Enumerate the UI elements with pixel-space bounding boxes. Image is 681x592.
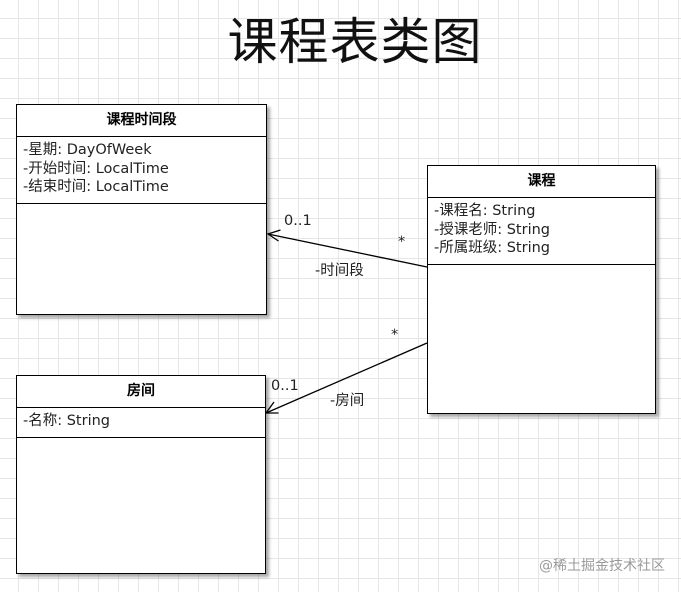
attribute: -所属班级: String [434,240,550,256]
room-target-multiplicity: 0..1 [271,378,299,394]
attribute-compartment: -星期: DayOfWeek -开始时间: LocalTime -结束时间: L… [17,137,266,204]
attribute: -授课老师: String [434,221,550,238]
class-timeslot[interactable]: 课程时间段 -星期: DayOfWeek -开始时间: LocalTime -结… [16,104,267,315]
attribute-compartment: -课程名: String -授课老师: String -所属班级: String [428,198,655,265]
course-room-association-line [265,342,428,414]
diagram-title: 课程表类图 [227,13,483,71]
attribute-compartment: -名称: String [17,408,265,438]
room-source-multiplicity: * [391,327,399,343]
course-room-arrowhead [264,401,279,414]
class-name: 房间 [17,376,265,408]
attribute: -名称: String [23,413,110,429]
attribute: -星期: DayOfWeek [23,142,152,158]
room-role-label: -房间 [330,393,365,409]
course-timeslot-association-line [267,233,428,268]
course-timeslot-arrowhead [266,229,281,242]
class-name: 课程时间段 [17,105,266,137]
class-course[interactable]: 课程 -课程名: String -授课老师: String -所属班级: Str… [427,165,656,414]
timeslot-source-multiplicity: * [398,234,406,250]
timeslot-target-multiplicity: 0..1 [284,213,312,229]
class-room[interactable]: 房间 -名称: String [16,375,266,574]
attribute: -课程名: String [434,203,536,219]
attribute: -开始时间: LocalTime [23,160,169,177]
watermark: @稀土掘金技术社区 [539,558,665,574]
timeslot-role-label: -时间段 [315,263,364,279]
attribute: -结束时间: LocalTime [23,179,169,195]
class-name: 课程 [428,166,655,198]
